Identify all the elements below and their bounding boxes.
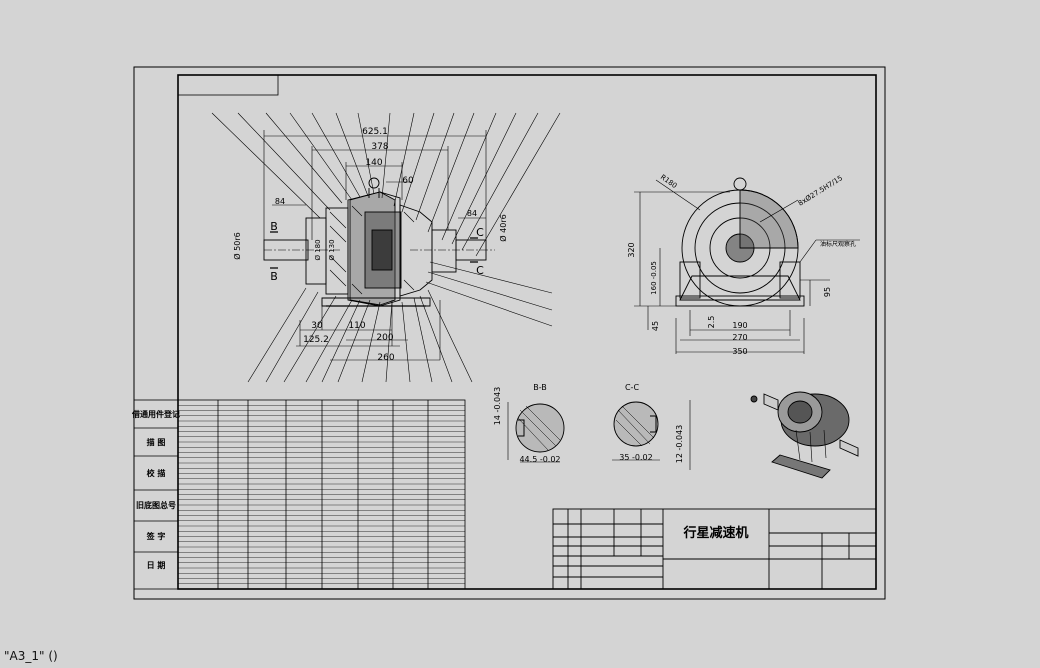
dim-inner-a: Ø 180 bbox=[314, 239, 322, 260]
dim-200: 200 bbox=[376, 333, 393, 343]
dim-110: 110 bbox=[348, 321, 365, 331]
side-label-4: 签 字 bbox=[146, 531, 166, 541]
dim-378: 378 bbox=[371, 142, 388, 152]
side-note: 油标尺观察孔 bbox=[820, 240, 856, 248]
side-w190: 190 bbox=[732, 321, 747, 330]
side-label-column bbox=[133, 399, 179, 590]
section-mark-b-bottom: B bbox=[270, 270, 278, 283]
dim-260: 260 bbox=[377, 353, 394, 363]
side-elevation-view bbox=[634, 177, 860, 354]
section-bb-depth: 44.5 -0.02 bbox=[519, 455, 560, 464]
title-block bbox=[552, 508, 877, 590]
side-label-0: 借通用件登记 bbox=[131, 409, 180, 419]
section-cc-width: 12 -0.043 bbox=[675, 425, 684, 464]
section-cc-depth: 35 -0.02 bbox=[619, 453, 652, 462]
dim-125: 125.2 bbox=[303, 335, 329, 345]
section-mark-c-bottom: C bbox=[476, 264, 484, 277]
section-mark-b-top: B bbox=[270, 220, 278, 233]
dim-left-dia: Ø 50r6 bbox=[232, 232, 242, 259]
main-assembly-view bbox=[211, 112, 561, 383]
section-bb-width: 14 -0.043 bbox=[493, 387, 502, 426]
side-label-2: 校 描 bbox=[147, 468, 166, 478]
side-w2-5: 2.5 bbox=[707, 316, 716, 329]
drawing-title: 行星减速机 bbox=[682, 525, 748, 541]
dim-60: 60 bbox=[402, 176, 414, 186]
side-h320: 320 bbox=[627, 242, 636, 257]
side-w270: 270 bbox=[732, 333, 747, 342]
dim-625: 625.1 bbox=[362, 127, 388, 137]
parts-list-table bbox=[177, 399, 466, 590]
dim-84-right: 84 bbox=[467, 209, 477, 218]
side-h45: 45 bbox=[651, 321, 660, 331]
dim-84-left: 84 bbox=[275, 197, 285, 206]
dim-140: 140 bbox=[365, 158, 382, 168]
side-h160: 160 -0.05 bbox=[650, 261, 658, 295]
dim-inner-b: Ø 130 bbox=[328, 239, 336, 260]
status-bar-text: "A3_1" () bbox=[4, 649, 58, 663]
section-mark-c-top: C bbox=[476, 226, 484, 239]
section-views bbox=[507, 400, 691, 470]
side-label-3: 旧底图总号 bbox=[136, 500, 176, 510]
section-cc-title: C-C bbox=[625, 383, 639, 392]
side-label-5: 日 期 bbox=[147, 560, 166, 570]
side-label-1: 描 图 bbox=[147, 437, 166, 447]
side-w350: 350 bbox=[732, 347, 747, 356]
dim-30: 30 bbox=[311, 321, 323, 331]
inner-frame bbox=[177, 74, 877, 590]
drawing-number-box bbox=[177, 74, 279, 96]
dim-right-dia: Ø 40r6 bbox=[498, 214, 508, 241]
isometric-reducer-view bbox=[750, 391, 859, 479]
section-bb-title: B-B bbox=[533, 383, 547, 392]
side-h95: 95 bbox=[823, 287, 832, 297]
